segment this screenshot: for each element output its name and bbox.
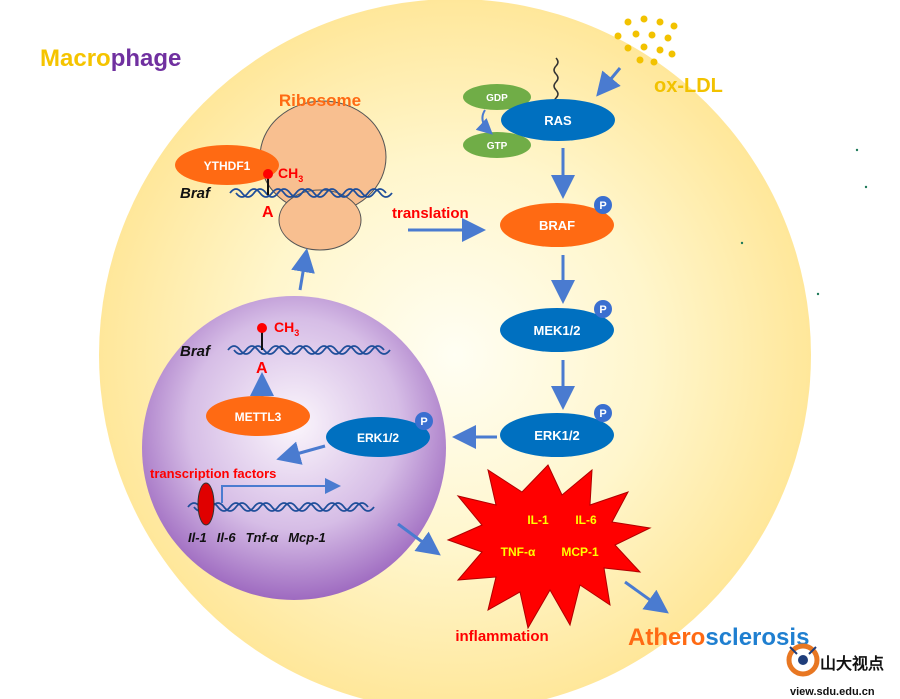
erk-cyto-label: ERK1/2 (534, 428, 580, 443)
sdu-watermark-logo (786, 643, 820, 677)
transcription-start-arrow (221, 478, 341, 503)
mek-phospho-badge (594, 300, 612, 318)
arrow-nucleus-to-ribosome (291, 248, 315, 291)
ythdf1-node (175, 145, 279, 185)
methyl-dot-cyto (263, 169, 273, 179)
arrow-gdp-to-gtp (475, 109, 493, 135)
ch3-label-nuc: CH3 (274, 319, 299, 338)
macrophage-title: Macrophage (40, 45, 181, 72)
background-specks (740, 148, 868, 296)
erk-nuc-node (326, 417, 430, 457)
methyl-dot-nuc (257, 323, 267, 333)
ch3-label-cyto: CH3 (278, 165, 303, 184)
erk-cyto-node (500, 413, 614, 457)
atherosclerosis-label: Atherosclerosis (628, 624, 809, 651)
cytokine-il1: IL-1 (527, 513, 549, 527)
transcription-factors-label: transcription factors (150, 466, 276, 481)
erk-nuc-phospho-label: P (420, 416, 427, 428)
arrow-genes-to-cytokines (397, 522, 441, 556)
braf-protein-node (500, 203, 614, 247)
ox-ldl-label: ox-LDL (654, 75, 723, 97)
gdp-label: GDP (486, 93, 508, 104)
mek-phospho-label: P (599, 304, 606, 316)
braf-mrna-cytoplasm (229, 188, 393, 198)
ythdf1-label: YTHDF1 (204, 159, 251, 173)
erk-nuc-phospho-badge (415, 412, 433, 430)
cytokine-tnfa: TNF-α (501, 545, 536, 559)
title-part2: phage (111, 45, 182, 72)
receptor-squiggle (553, 57, 559, 107)
mek-label: MEK1/2 (534, 323, 581, 338)
cytokine-mcp1: MCP-1 (561, 545, 599, 559)
erk-cyto-phospho-label: P (599, 408, 606, 420)
adenosine-label-cyto: A (262, 204, 274, 221)
braf-phospho-badge (594, 196, 612, 214)
ribosome-small-subunit (278, 189, 362, 251)
gtp-label: GTP (487, 141, 508, 152)
watermark-chinese-text: 山大视点 (820, 654, 884, 673)
erk-nuc-label: ERK1/2 (357, 431, 399, 445)
mettl3-node (206, 396, 310, 436)
title-part1: Macro (40, 45, 111, 72)
erk-cyto-phospho-badge (594, 404, 612, 422)
ras-node (501, 99, 615, 141)
braf-mrna-nuc-label: Braf (180, 343, 212, 360)
arrow-oxldl-to-ras (596, 67, 622, 97)
cytokine-il6: IL-6 (575, 513, 597, 527)
gtp-node (463, 132, 531, 158)
braf-mrna-nucleus (227, 345, 391, 355)
transcription-factor-bound (197, 482, 215, 526)
ras-label: RAS (544, 113, 572, 128)
ribosome-label: Ribosome (279, 91, 361, 110)
braf-mrna-cyto-label: Braf (180, 185, 212, 202)
gdp-node (463, 84, 531, 110)
cytokine-starburst (446, 464, 652, 630)
watermark-url: view.sdu.edu.cn (790, 686, 875, 698)
gene-dna (187, 502, 375, 512)
inflammation-label: inflammation (455, 628, 548, 645)
mek-node (500, 308, 614, 352)
braf-phospho-label: P (599, 200, 606, 212)
arrow-erk-to-tf (276, 441, 326, 465)
mettl3-label: METTL3 (235, 410, 282, 424)
arrow-to-atherosclerosis (624, 580, 669, 614)
ox-ldl-particles (614, 15, 678, 66)
translation-label: translation (392, 205, 469, 222)
braf-protein-label: BRAF (539, 218, 575, 233)
adenosine-label-nuc: A (256, 360, 268, 377)
